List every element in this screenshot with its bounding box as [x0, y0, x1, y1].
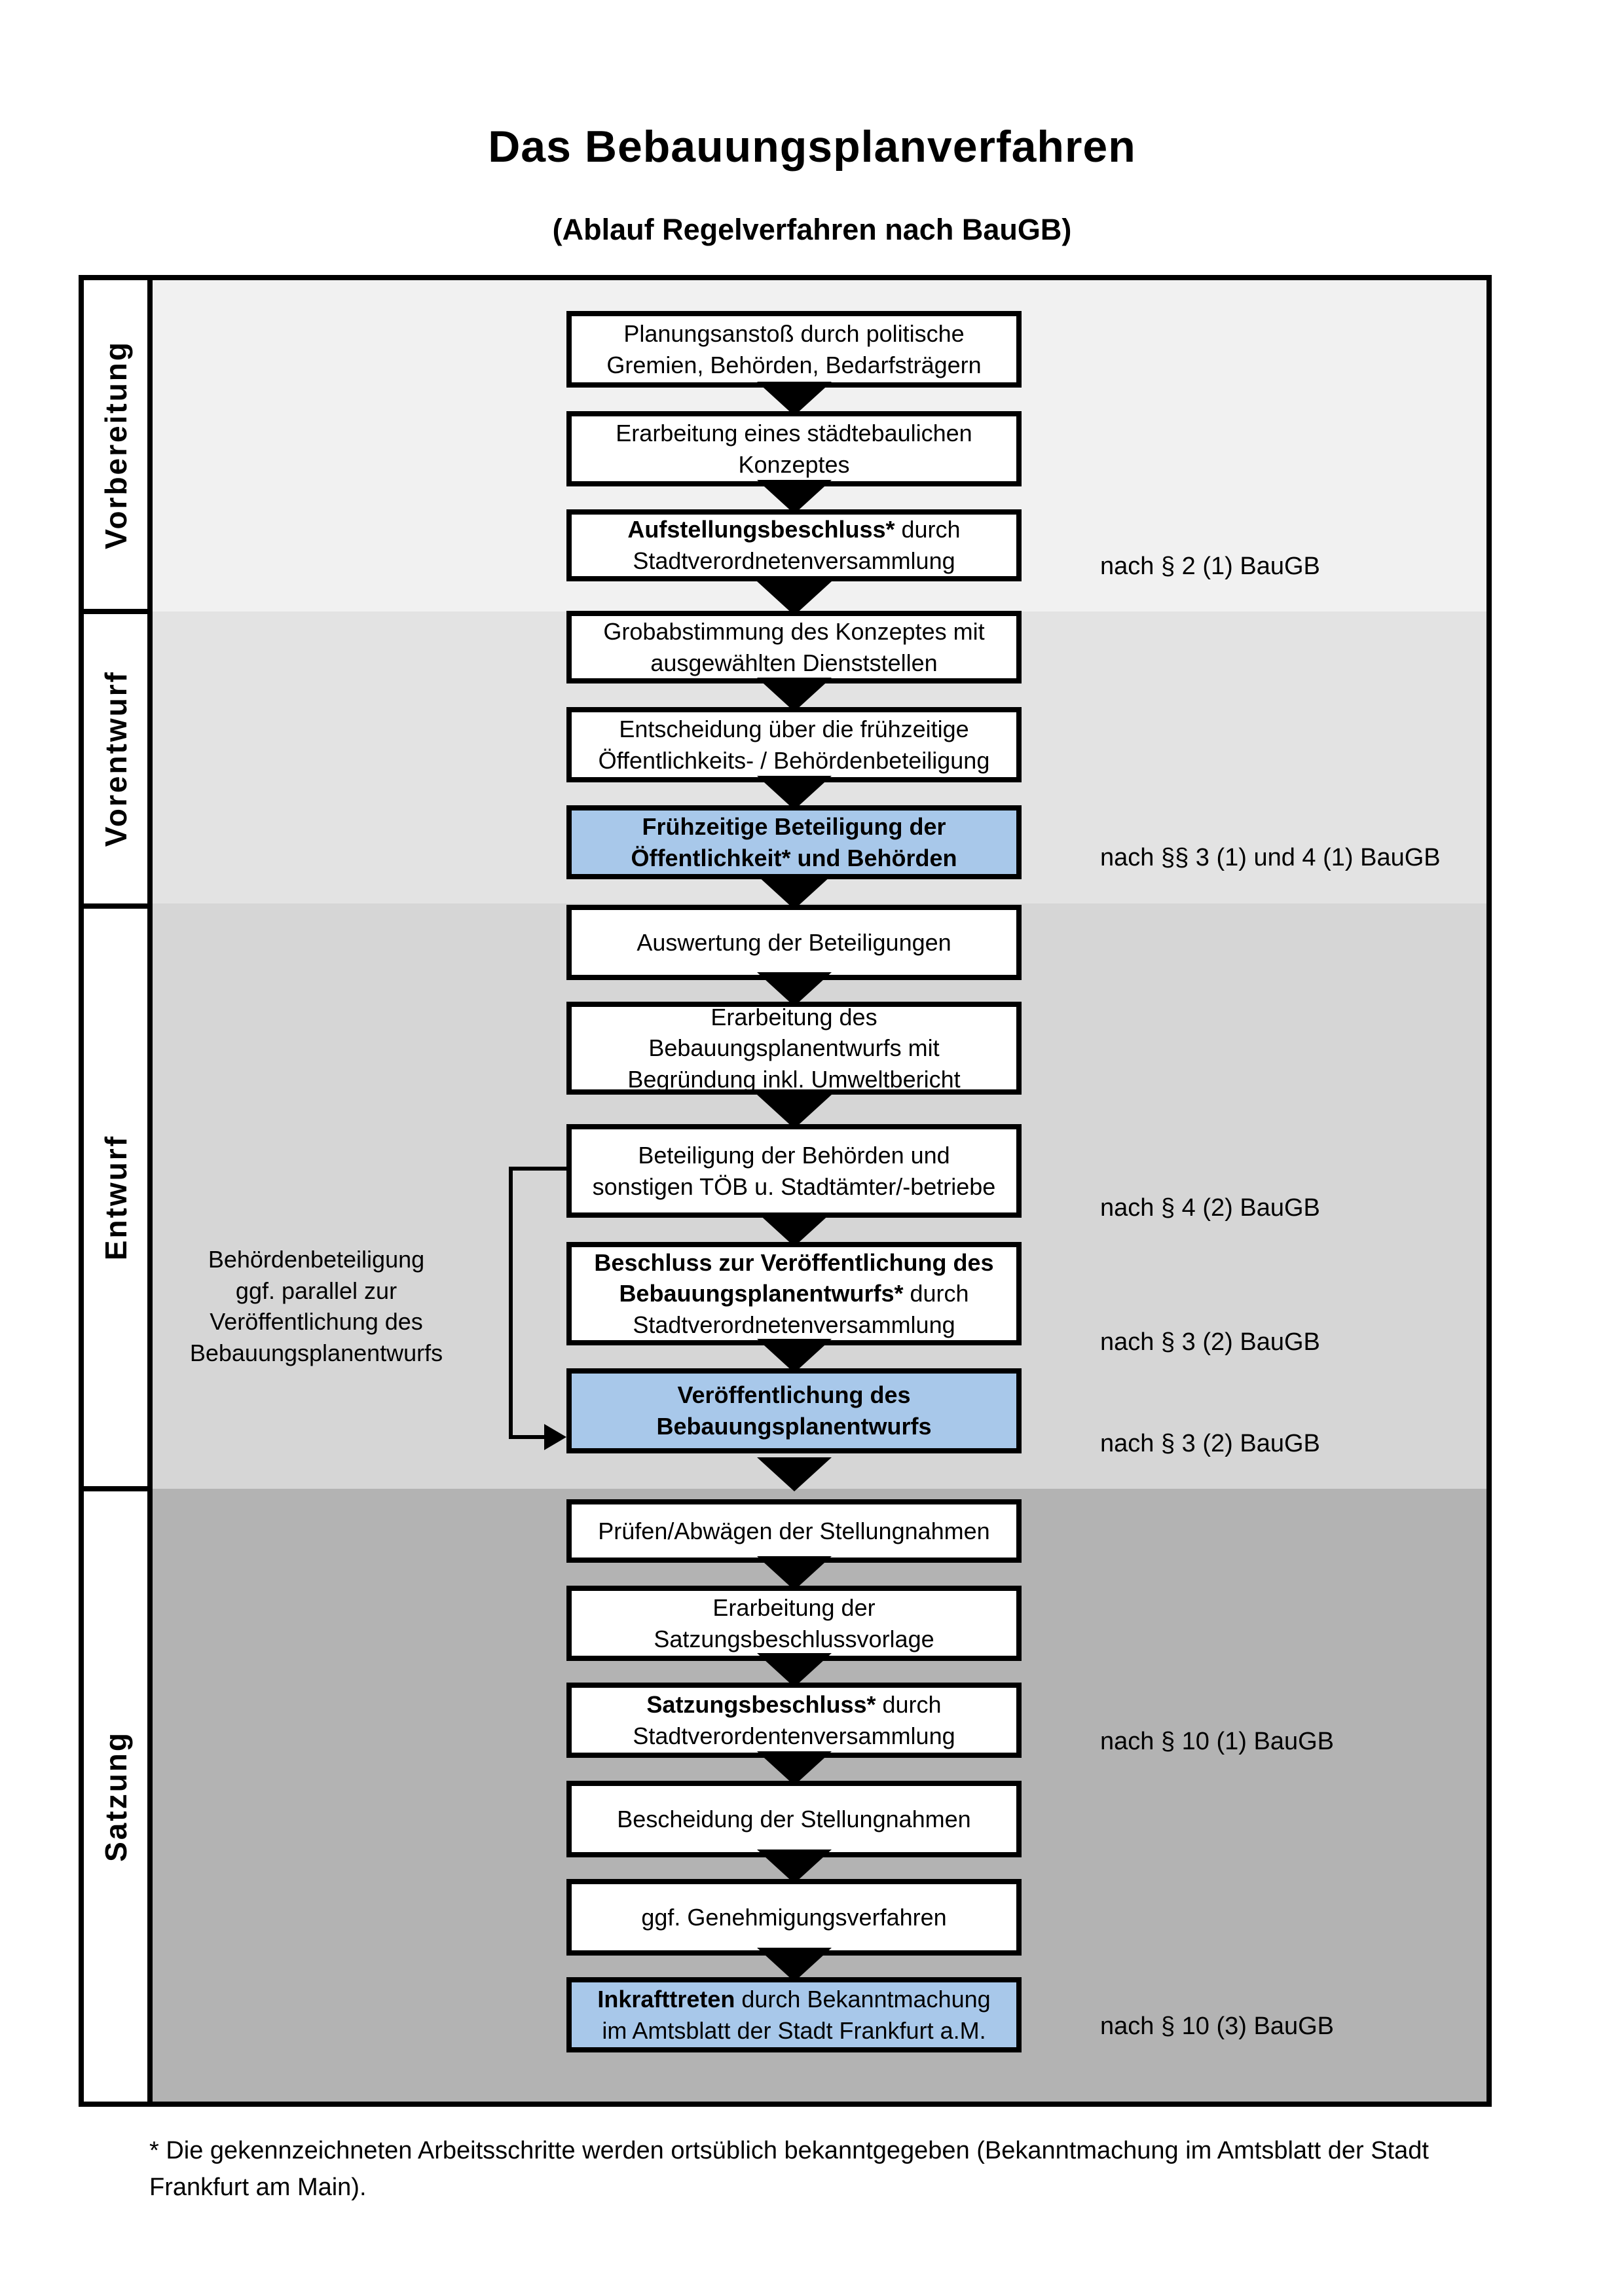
parallel-connector-arrowhead-icon [544, 1424, 566, 1450]
legal-ref-par10-3: nach § 10 (3) BauGB [1100, 2013, 1334, 2040]
phase-label-text: Vorbereitung [98, 340, 133, 549]
flow-arrow-down-icon [757, 972, 832, 1006]
phase-label-satzung: Satzung [84, 1491, 147, 2102]
page-title: Das Bebauungsplanverfahren [488, 122, 1136, 172]
flow-arrow-down-icon [757, 1751, 832, 1785]
parallel-connector-bottom-line [509, 1435, 547, 1439]
step-box-satzungsbeschluss: Satzungsbeschluss* durch Stadtverordente… [566, 1683, 1022, 1758]
side-note-line: Behördenbeteiligung [208, 1246, 425, 1273]
flow-arrow-down-icon [757, 875, 832, 909]
flow-arrow-down-icon [757, 1212, 832, 1247]
flow-arrow-down-icon [757, 581, 832, 615]
step-box-veroeffentlichung: Veröffentlichung des Bebauungsplanentwur… [566, 1368, 1022, 1453]
step-box-behoerdenbeteiligung: Beteiligung der Behörden und sonstigen T… [566, 1124, 1022, 1218]
flow-arrow-down-icon [757, 678, 832, 712]
step-box-inkrafttreten: Inkrafttreten durch Bekanntmachung im Am… [566, 1977, 1022, 2052]
flow-arrow-down-icon [757, 1457, 832, 1491]
flow-arrow-down-icon [757, 1095, 832, 1129]
legal-ref-par3-4-1: nach §§ 3 (1) und 4 (1) BauGB [1100, 844, 1441, 871]
flow-arrow-down-icon [757, 1339, 832, 1373]
flow-arrow-down-icon [757, 1556, 832, 1590]
footnote: * Die gekennzeichneten Arbeitsschritte w… [149, 2137, 1429, 2201]
flow-arrow-down-icon [757, 1850, 832, 1884]
phase-label-vorbereitung: Vorbereitung [84, 280, 147, 614]
phase-label-entwurf: Entwurf [84, 909, 147, 1491]
side-note: Behördenbeteiligung ggf. parallel zur Ve… [149, 1244, 483, 1368]
flow-arrow-down-icon [757, 382, 832, 416]
legal-ref-par2-1: nach § 2 (1) BauGB [1100, 553, 1320, 580]
step-box-pruefen-abwaegen: Prüfen/Abwägen der Stellungnahmen [566, 1499, 1022, 1563]
parallel-connector-top-line [509, 1167, 566, 1171]
flowchart-frame: Vorbereitung Vorentwurf Entwurf Satzung … [79, 275, 1492, 2107]
flowchart-area: Vorbereitung Vorentwurf Entwurf Satzung … [84, 280, 1486, 2102]
step-box-fruehzeitige-beteiligung: Frühzeitige Beteiligung der Öffentlichke… [566, 805, 1022, 879]
page-subtitle: (Ablauf Regelverfahren nach BauGB) [552, 213, 1072, 246]
flow-arrow-down-icon [757, 1653, 832, 1687]
flow-arrow-down-icon [757, 1948, 832, 1982]
step-box-entwurf-erarbeitung: Erarbeitung des Bebauungsplanentwurfs mi… [566, 1002, 1022, 1095]
side-note-line: Bebauungsplanentwurfs [189, 1339, 443, 1366]
step-box-genehmigungsverfahren: ggf. Genehmigungsverfahren [566, 1879, 1022, 1956]
flow-arrow-down-icon [757, 480, 832, 514]
flow-arrow-down-icon [757, 776, 832, 810]
step-box-bescheidung: Bescheidung der Stellungnahmen [566, 1781, 1022, 1857]
step-box-grobabstimmung: Grobabstimmung des Konzeptes mit ausgewä… [566, 611, 1022, 683]
legal-ref-par3-2-b: nach § 3 (2) BauGB [1100, 1430, 1320, 1457]
step-box-entscheidung-beteiligung: Entscheidung über die frühzeitige Öffent… [566, 707, 1022, 782]
legal-ref-par4-2: nach § 4 (2) BauGB [1100, 1194, 1320, 1222]
step-box-satzungsvorlage: Erarbeitung der Satzungsbeschlussvorlage [566, 1586, 1022, 1661]
side-note-line: Veröffentlichung des [210, 1308, 423, 1336]
step-box-planungsanstoss: Planungsanstoß durch politische Gremien,… [566, 311, 1022, 388]
phase-label-text: Entwurf [98, 1134, 133, 1261]
step-box-konzept-erarbeitung: Erarbeitung eines städtebaulichen Konzep… [566, 411, 1022, 486]
phase-label-vorentwurf: Vorentwurf [84, 614, 147, 909]
parallel-connector-vertical-line [509, 1167, 513, 1439]
legal-ref-par3-2-a: nach § 3 (2) BauGB [1100, 1328, 1320, 1356]
phase-label-text: Vorentwurf [98, 670, 133, 847]
step-box-veroeffentlichungsbeschluss: Beschluss zur Veröffentlichung des Bebau… [566, 1242, 1022, 1345]
step-box-auswertung: Auswertung der Beteiligungen [566, 905, 1022, 980]
side-note-line: ggf. parallel zur [235, 1277, 397, 1304]
legal-ref-par10-1: nach § 10 (1) BauGB [1100, 1728, 1334, 1755]
phase-label-column: Vorbereitung Vorentwurf Entwurf Satzung [84, 280, 153, 2102]
step-box-aufstellungsbeschluss: Aufstellungsbeschluss* durch Stadtverord… [566, 509, 1022, 581]
phase-label-text: Satzung [98, 1731, 133, 1862]
